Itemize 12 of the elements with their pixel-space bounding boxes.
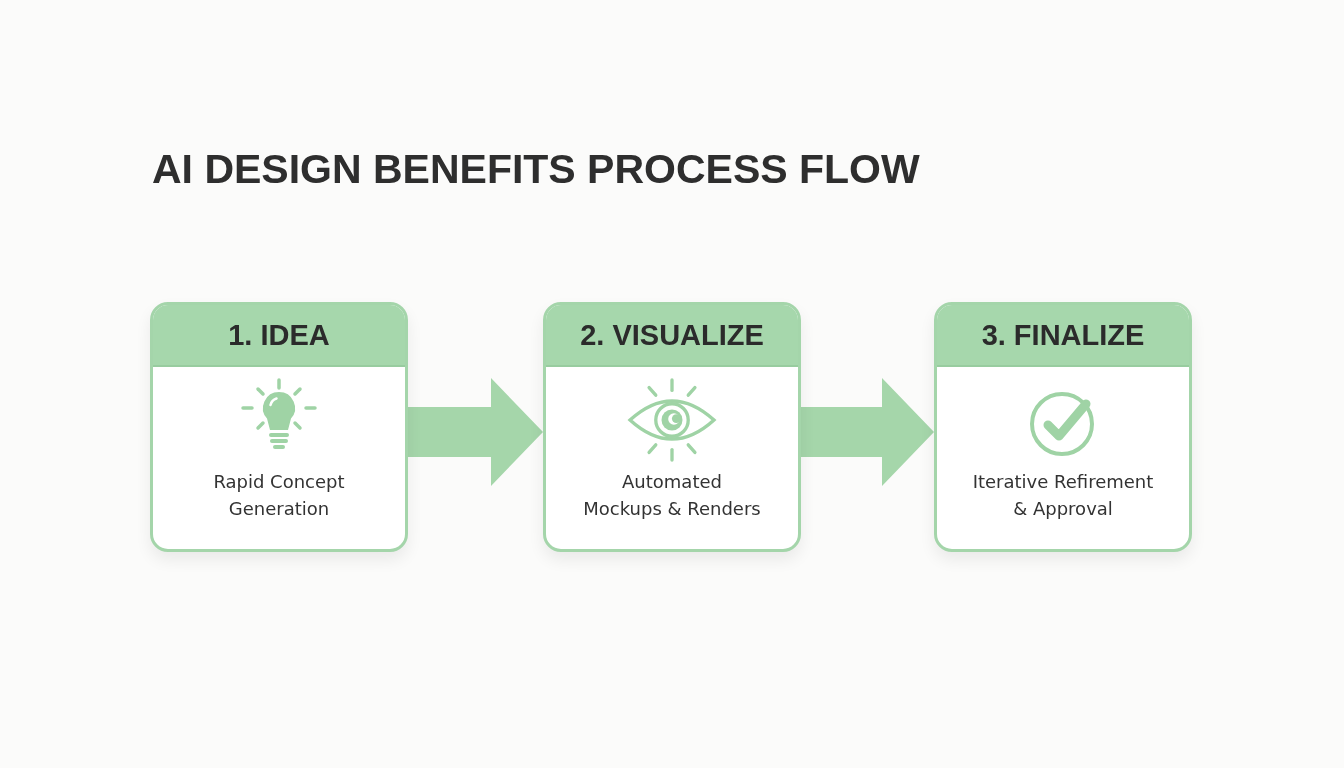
step-description: Automated Mockups & Renders [582, 470, 762, 521]
arrow [801, 378, 934, 486]
arrow [408, 378, 543, 486]
step-description: Iterative Refirement & Approval [972, 470, 1154, 521]
step-description: Rapid Concept Generation [212, 470, 346, 521]
step-title: 3. FINALIZE [981, 317, 1145, 353]
step-title: 2. VISUALIZE [580, 317, 764, 353]
step-card [150, 302, 408, 552]
step-title: 1. IDEA [228, 317, 330, 353]
step-card [934, 302, 1192, 552]
diagram-title: AI DESIGN BENEFITS PROCESS FLOW [152, 146, 920, 194]
step-card [543, 302, 801, 552]
